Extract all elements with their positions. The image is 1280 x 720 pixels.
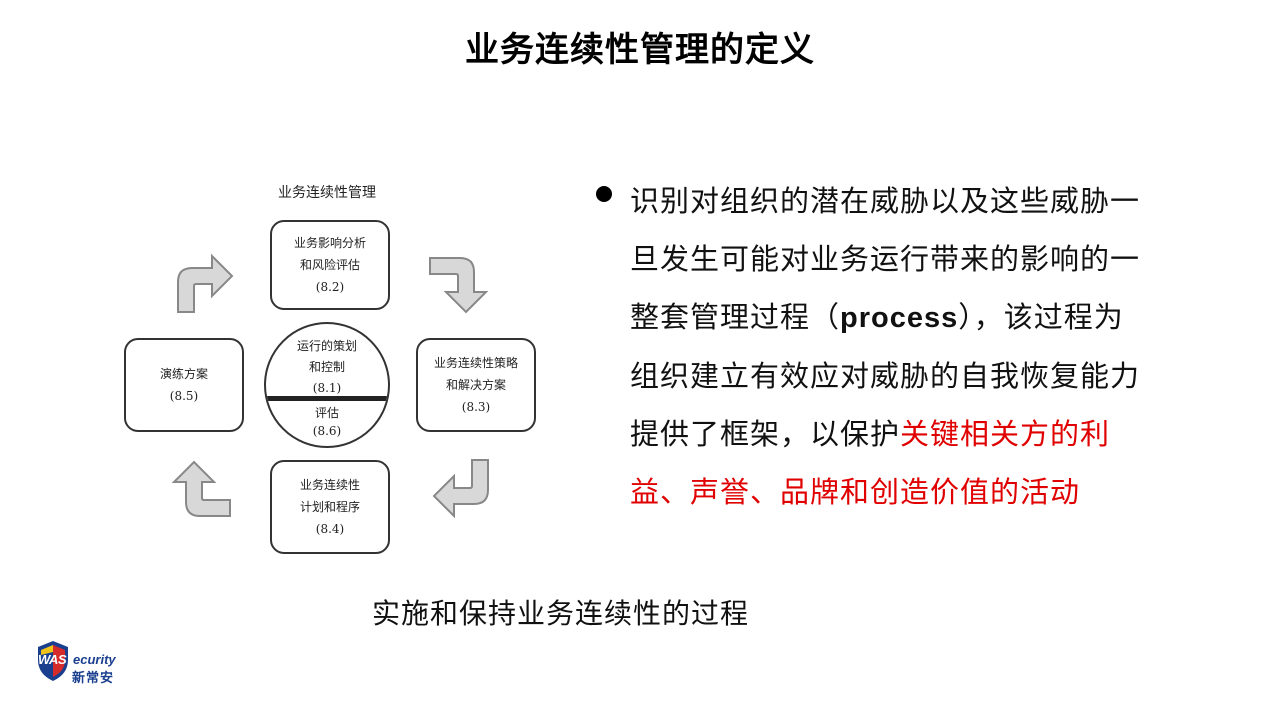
circle-line: 运行的策划 xyxy=(296,339,357,353)
diagram-caption: 实施和保持业务连续性的过程 xyxy=(372,597,750,630)
box-line: 业务连续性 xyxy=(299,478,360,492)
center-circle: 运行的策划 和控制 (8.1) 评估 (8.6) xyxy=(264,322,390,448)
box-line: 业务影响分析 xyxy=(293,236,366,250)
box-strategy: 业务连续性策略 和解决方案 (8.3) xyxy=(416,338,536,432)
circle-divider xyxy=(266,396,388,401)
box-code: (8.5) xyxy=(169,389,199,403)
company-logo: WAS ecurity 新常安 xyxy=(36,640,136,686)
diagram-title: 业务连续性管理 xyxy=(278,185,376,201)
logo-ecurity-text: ecurity xyxy=(73,652,116,667)
box-code: (8.3) xyxy=(461,400,491,414)
box-line: 和解决方案 xyxy=(445,378,506,392)
box-line: 演练方案 xyxy=(159,367,208,381)
definition-text-english: process xyxy=(840,302,959,334)
box-impact-analysis: 业务影响分析 和风险评估 (8.2) xyxy=(270,220,390,310)
logo-chinese-text: 新常安 xyxy=(72,671,115,686)
definition-text: 识别对组织的潜在威胁以及这些威胁一旦发生可能对业务运行带来的影响的一整套管理过程… xyxy=(630,172,1150,521)
arrow-down-left-icon xyxy=(432,459,489,519)
circle-line: 和控制 xyxy=(308,360,345,374)
logo-was-text: WAS xyxy=(38,652,67,667)
definition-text-part: 识别对组织的潜在威胁以及这些威胁一旦发生可能对业务运行带来的影响的一整套管理过程… xyxy=(630,184,1141,334)
arrow-right-down-icon xyxy=(429,257,489,314)
arrow-left-up-icon xyxy=(171,460,231,517)
bullet-dot-icon xyxy=(596,186,612,202)
shield-logo-icon xyxy=(38,641,68,681)
definition-text-part: ），该过程为组织建立有效应对威胁的自我恢复能力提供了框架，以保护 xyxy=(630,300,1141,451)
circle-line: 评估 xyxy=(314,406,339,420)
arrow-up-right-icon xyxy=(177,253,234,313)
box-code: (8.2) xyxy=(315,280,345,294)
circle-code: (8.6) xyxy=(312,424,342,438)
definition-text-highlight: 关键相关方的利益、声誉、品牌和创造价值的活动 xyxy=(630,417,1111,509)
bcm-process-diagram: 业务连续性管理 业务影响分析 和风险评估 (8.2) 业务连续性策略 和解决方案… xyxy=(118,176,548,561)
box-plan: 业务连续性 计划和程序 (8.4) xyxy=(270,460,390,554)
box-code: (8.4) xyxy=(315,522,345,536)
box-line: 业务连续性策略 xyxy=(433,356,518,370)
box-line: 计划和程序 xyxy=(299,500,360,514)
box-line: 和风险评估 xyxy=(299,258,360,272)
page-title: 业务连续性管理的定义 xyxy=(465,30,815,70)
circle-code: (8.1) xyxy=(312,381,342,395)
box-exercise: 演练方案 (8.5) xyxy=(124,338,244,432)
